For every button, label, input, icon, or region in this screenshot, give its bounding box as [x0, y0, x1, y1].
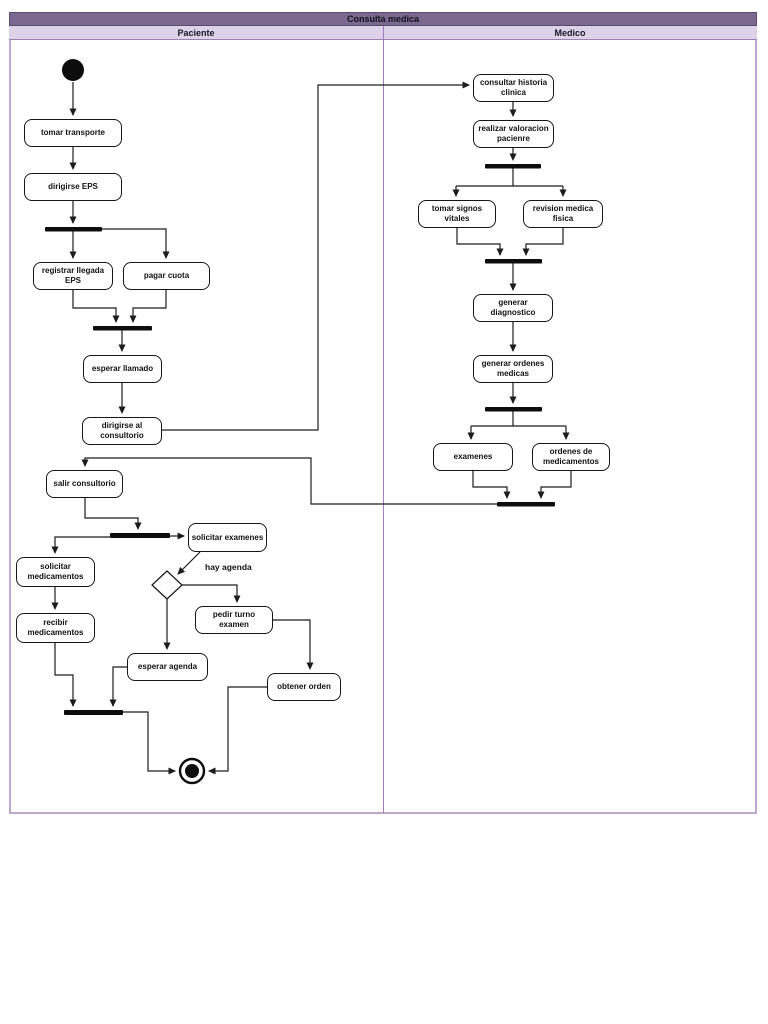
- activity-revision-medica-fisica: revision medica fisica: [523, 200, 603, 228]
- edge-obtener-orden-to-end: [208, 686, 267, 775]
- activity-examenes: examenes: [433, 443, 513, 471]
- lane-divider: [383, 26, 384, 813]
- edge-join3-to-end: [123, 711, 176, 775]
- edge-dirigirse-consultorio-to-consultar-historia: [162, 81, 470, 431]
- edge-registrar-to-join1: [72, 290, 120, 323]
- activity-dirigirse-eps: dirigirse EPS: [24, 173, 122, 201]
- fork-bar-paciente-2: [110, 533, 170, 538]
- edge-medico-join-to-salir-consultorio: [81, 457, 497, 505]
- activity-realizar-valoracion: realizar valoracion pacienre: [473, 120, 554, 148]
- decision-diamond-hay-agenda: [151, 570, 183, 600]
- lane-header-paciente: Paciente: [9, 26, 383, 40]
- activity-dirigirse-consultorio: dirigirse al consultorio: [82, 417, 162, 445]
- activity-generar-diagnostico: generar diagnostico: [473, 294, 553, 322]
- activity-esperar-llamado: esperar llamado: [83, 355, 162, 383]
- edge-fork1-to-pagar: [102, 228, 170, 259]
- join-bar-paciente-1: [93, 326, 152, 331]
- activity-recibir-medicamentos: recibir medicamentos: [16, 613, 95, 643]
- edge-pedir-turno-to-obtener-orden: [273, 619, 314, 670]
- edge-solicitar-examenes-to-decision: [177, 551, 201, 575]
- edge-examenes-to-join-m2: [472, 471, 511, 499]
- activity-esperar-agenda: esperar agenda: [127, 653, 208, 681]
- activity-tomar-transporte: tomar transporte: [24, 119, 122, 147]
- diagram-title: Consulta medica: [9, 12, 757, 26]
- edge-ordenes-med-to-join-m2: [537, 471, 572, 499]
- fork-bar-medico-1: [485, 164, 541, 169]
- edge-esperar-agenda-to-join3: [109, 666, 127, 707]
- activity-consultar-historia: consultar historia clinica: [473, 74, 554, 102]
- edge-pagar-to-join1: [129, 290, 167, 323]
- edge-label-hay-agenda: hay agenda: [205, 562, 252, 572]
- edge-recibir-to-join3: [54, 643, 77, 707]
- edge-salir-consultorio-to-fork2: [84, 498, 142, 530]
- activity-pagar-cuota: pagar cuota: [123, 262, 210, 290]
- edge-signos-to-join-m1: [456, 228, 504, 256]
- join-bar-medico-1: [485, 259, 542, 264]
- activity-salir-consultorio: salir consultorio: [46, 470, 123, 498]
- lane-header-medico: Medico: [383, 26, 757, 40]
- activity-tomar-signos-vitales: tomar signos vitales: [418, 200, 496, 228]
- fork-bar-paciente-1: [45, 227, 102, 232]
- end-node: [178, 757, 206, 785]
- fork-bar-medico-2: [485, 407, 542, 412]
- edge-fork2-to-solicitar-medicamentos: [51, 536, 110, 554]
- edge-decision-to-pedir-turno: [182, 584, 241, 603]
- start-node: [62, 59, 84, 81]
- activity-solicitar-examenes: solicitar examenes: [188, 523, 267, 552]
- activity-solicitar-medicamentos: solicitar medicamentos: [16, 557, 95, 587]
- activity-registrar-llegada-eps: registrar llegada EPS: [33, 262, 113, 290]
- activity-generar-ordenes-medicas: generar ordenes medicas: [473, 355, 553, 383]
- activity-obtener-orden: obtener orden: [267, 673, 341, 701]
- activity-ordenes-de-medicamentos: ordenes de medicamentos: [532, 443, 610, 471]
- edge-revision-to-join-m1: [522, 228, 564, 256]
- activity-pedir-turno-examen: pedir turno examen: [195, 606, 273, 634]
- join-bar-medico-2: [497, 502, 555, 507]
- join-bar-paciente-2: [64, 710, 123, 715]
